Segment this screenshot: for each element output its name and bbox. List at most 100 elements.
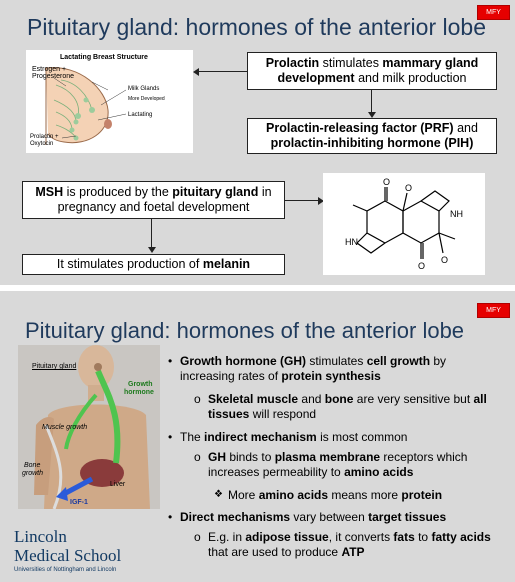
pituitary-label: Pituitary gland [32,363,77,370]
b3-t2: is most common [316,430,408,444]
label-milk-glands: Milk Glands [128,86,160,92]
growth-hormone-body-image: Pituitary gland Growth hormone Muscle gr… [18,345,160,509]
oxygen-label-3: O [418,261,425,271]
breast-diagram-title: Lactating Breast Structure [60,54,148,61]
b1-bold3: protein synthesis [281,368,381,383]
growth-hormone-label-1: Growth [128,381,153,388]
breast-illustration [45,67,127,145]
arrow-to-molecule-line [285,200,321,202]
prolactin-b2: mammary gland [382,56,479,70]
arrow-to-breast-head [193,68,199,76]
label-lactating: Lactating [128,112,153,118]
bone-growth-label-1: Bone [24,462,41,469]
b1-t1: stimulates [306,354,367,368]
arrow-to-melanin-line [151,219,153,249]
prolactin-t2: and milk production [354,71,467,85]
b1-bold1: Growth hormone (GH) [180,354,306,368]
logo-line3: Universities of Nottingham and Lincoln [14,567,117,573]
b3-bold1: indirect mechanism [204,430,317,444]
nh-top-label: NH [450,209,463,219]
mfy-badge: MFY [477,303,510,318]
label-oxytocin: Oxytocin [30,141,54,147]
bullet-2: o Skeletal muscle and bone are very sens… [194,392,494,421]
bullet-1-mark: • [168,354,173,368]
b4-t2: receptors which increases permeability t… [208,450,468,479]
b7-bold4: ATP [341,544,365,559]
b5-t2: means more [328,488,402,502]
igf1-label: IGF-1 [70,499,88,506]
arrow-to-breast-line [197,71,247,73]
msh-b1: MSH [35,185,64,199]
msh-t2: in [258,185,272,199]
b7-bold1: adipose tissue [245,530,329,544]
prolactin-b1: Prolactin [265,56,320,70]
b2-t1: and [298,392,325,406]
b4-bold2: plasma membrane [274,450,381,464]
oxygen-label-4: O [441,255,448,265]
prolactin-b3: development [277,71,355,85]
molecule-diagram: O O O O NH HN [345,177,463,271]
b1-bold2: cell growth [366,354,431,368]
b6-t1: vary between [290,510,369,524]
bullet-6: • Direct mechanisms vary between target … [168,510,498,525]
slide-title: Pituitary gland: hormones of the anterio… [25,318,465,343]
bullet-5-mark: ❖ [214,489,223,500]
b2-t2: are very sensitive but [353,392,474,406]
melanin-molecule-structure: O O O O NH HN [323,173,485,275]
bullet-6-mark: • [168,510,173,524]
slide-prolactin-msh: Pituitary gland: hormones of the anterio… [0,0,515,285]
bullet-2-mark: o [194,392,201,406]
prf-b1: Prolactin-releasing factor (PRF) [266,121,454,135]
melanin-box: It stimulates production of melanin [22,254,285,275]
label-more-developed: More Developed [128,96,165,102]
msh-t3: pregnancy and foetal development [57,200,250,214]
nh-bottom-label: HN [345,237,358,247]
b7-t3: to [414,530,432,544]
b7-t2: , it converts [328,530,394,544]
prf-t1: and [453,121,478,135]
arrow-to-molecule-head [318,197,324,205]
arrow-to-prf-line [371,90,373,114]
melanin-b1: melanin [202,257,251,271]
b6-bold2: target tissues [368,510,447,524]
slide-title: Pituitary gland: hormones of the anterio… [27,14,486,40]
prolactin-box: Prolactin stimulates mammary gland devel… [247,52,497,90]
b4-bold1: GH [208,450,226,464]
b4-t1: binds to [226,450,275,464]
bullet-3: • The indirect mechanism is most common [168,430,498,445]
b5-bold1: amino acids [258,488,329,502]
b6-bold1: Direct mechanisms [180,510,291,524]
msh-t1: is produced by the [63,185,173,199]
arrow-to-melanin-head [148,247,156,253]
bullet-5: ❖ More amino acids means more protein [214,488,504,503]
b2-t3: will respond [249,406,317,421]
slide-growth-hormone: Pituitary gland: hormones of the anterio… [0,291,515,582]
b7-t1: E.g. in [208,530,246,544]
label-progesterone: Progesterone [32,73,75,80]
bullet-4: o GH binds to plasma membrane receptors … [194,450,494,479]
oxygen-label-2: O [405,183,412,193]
logo-line1: Lincoln [14,527,67,546]
logo-line2: Medical School [14,546,122,565]
body-illustration [34,345,150,509]
mfy-badge: MFY [477,5,510,20]
muscle-growth-label: Muscle growth [42,424,88,431]
b5-bold2: protein [401,488,443,502]
b5-t1: More [228,488,259,502]
b2-bold2: bone [324,392,354,406]
label-prolactin: Prolactin + [30,134,59,140]
oxygen-label-1: O [383,177,390,187]
b1-t2: by increasing rates of [180,354,447,383]
b4-bold3: amino acids [344,464,414,479]
melanin-t1: It stimulates production of [56,257,203,271]
msh-b2: pituitary gland [172,185,259,199]
bullet-3-mark: • [168,430,173,444]
label-estrogen: Estrogen + [32,66,67,73]
bone-growth-label-2: growth [22,470,44,477]
b7-t4: that are used to produce [208,544,342,559]
prf-pih-box: Prolactin-releasing factor (PRF) and pro… [247,118,497,154]
b7-bold2: fats [393,530,415,544]
growth-hormone-label-2: hormone [124,389,154,396]
prf-b2: prolactin-inhibiting hormone (PIH) [270,136,474,150]
bullet-1: • Growth hormone (GH) stimulates cell gr… [168,354,498,383]
